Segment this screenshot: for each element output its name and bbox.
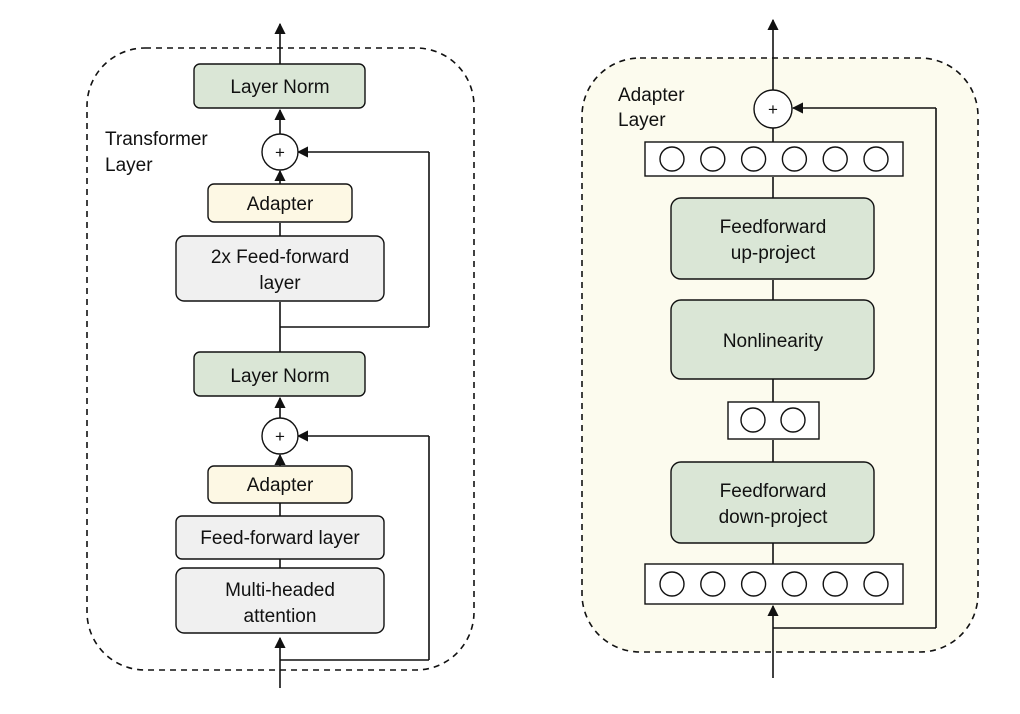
adapter-layer-label-line2: Layer [618,110,666,131]
input-neuron-1 [659,571,685,597]
bottom-adapter-box: Adapter [207,465,353,504]
input-neuron-2 [700,571,726,597]
bottleneck-neuron-2 [780,407,806,433]
multi-headed-attention-label-line1: Multi-headed [225,580,335,601]
input-neuron-3 [740,571,767,597]
bottom-residual-add: + [261,417,299,455]
top-adapter-label: Adapter [247,194,314,215]
adapter-output-neuron-layer [644,141,904,177]
top-residual-add-symbol: + [275,143,285,162]
mid-layer-norm-label: Layer Norm [230,366,329,387]
multi-headed-attention-label-line2: attention [244,606,317,627]
bottom-adapter-label: Adapter [247,475,314,496]
output-neuron-2 [700,146,726,172]
adapter-layer-panel: Adapter Layer + Feed [581,18,979,678]
feed-forward-2x-box: 2x Feed-forward layer [175,235,385,302]
feed-forward-layer-label: Feed-forward layer [200,528,360,549]
top-residual-add: + [261,133,299,171]
top-adapter-box: Adapter [207,183,353,223]
mid-layer-norm-box: Layer Norm [193,351,366,397]
transformer-layer-panel: Transformer Layer Layer Norm [86,22,475,688]
output-neuron-1 [659,146,685,172]
feedforward-down-project-box: Feedforward down-project [670,461,875,544]
input-neuron-4 [781,571,808,597]
transformer-connectors [274,22,430,688]
feedforward-down-project-label-line2: down-project [719,507,828,528]
output-neuron-3 [740,146,767,172]
output-neuron-5 [822,146,848,172]
feedforward-up-project-box: Feedforward up-project [670,197,875,280]
adapter-connectors [767,18,937,678]
input-neuron-6 [863,571,889,597]
bottleneck-neuron-1 [740,407,766,433]
top-layer-norm-box: Layer Norm [193,63,366,109]
feedforward-down-project-label-line1: Feedforward [720,481,827,502]
adapter-residual-add-symbol: + [768,100,778,119]
adapter-residual-add: + [753,89,793,129]
nonlinearity-box: Nonlinearity [670,299,875,380]
adapter-input-neuron-layer [644,563,904,605]
transformer-layer-label-line1: Transformer [105,129,208,150]
nonlinearity-label: Nonlinearity [723,331,824,352]
feed-forward-layer-box: Feed-forward layer [175,515,385,560]
adapter-bottleneck-neuron-layer [727,401,820,440]
input-neuron-5 [822,571,848,597]
transformer-layer-label-line2: Layer [105,155,153,176]
output-neuron-6 [863,146,889,172]
top-layer-norm-label: Layer Norm [230,77,329,98]
feed-forward-2x-label-line2: layer [259,273,301,294]
output-neuron-4 [781,146,808,172]
bottom-residual-add-symbol: + [275,427,285,446]
multi-headed-attention-box: Multi-headed attention [175,567,385,634]
feed-forward-2x-label-line1: 2x Feed-forward [211,247,349,268]
feedforward-up-project-label-line1: Feedforward [720,217,827,238]
feedforward-up-project-label-line2: up-project [731,243,816,264]
adapter-layer-label-line1: Adapter [618,85,685,106]
